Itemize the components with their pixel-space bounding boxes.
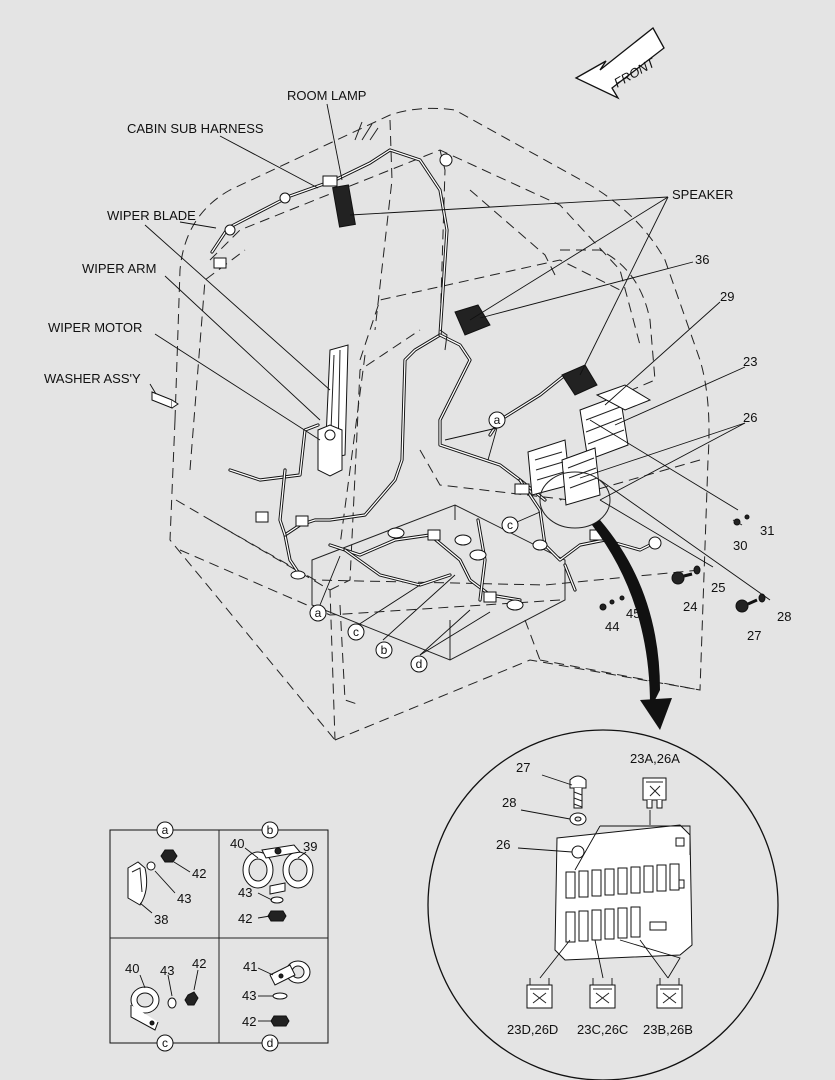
- part-28: 28: [777, 609, 791, 624]
- marker-c-bottom: c: [353, 625, 359, 639]
- label-cabin-sub-harness: CABIN SUB HARNESS: [127, 121, 264, 136]
- inset-b-part-40: 40: [230, 836, 244, 851]
- inset-a-part-42: 42: [192, 866, 206, 881]
- part-23: 23: [743, 354, 757, 369]
- inset-c: c 40 43 42: [125, 956, 206, 1052]
- inset-b-part-39: 39: [303, 839, 317, 854]
- part-31: 31: [760, 523, 774, 538]
- inset-c-part-43: 43: [160, 963, 174, 978]
- inset-a-part-43: 43: [177, 891, 191, 906]
- inset-b-part-43: 43: [238, 885, 252, 900]
- part-30: 30: [733, 538, 747, 553]
- inset-d: d 41 43 42: [242, 959, 311, 1052]
- detail-part-27: 27: [516, 760, 530, 775]
- marker-d-bottom: d: [416, 657, 423, 671]
- label-wiper-blade: WIPER BLADE: [107, 208, 196, 223]
- label-wiper-motor: WIPER MOTOR: [48, 320, 142, 335]
- label-fuse-23b-26b: 23B,26B: [643, 1022, 693, 1037]
- front-arrow: FRONT: [574, 27, 665, 100]
- fuse-row-bottom: [565, 906, 667, 943]
- inset-a: a 42 43 38: [127, 821, 206, 927]
- harness-components: [151, 121, 662, 611]
- label-room-lamp: ROOM LAMP: [287, 88, 366, 103]
- part-24: 24: [683, 599, 697, 614]
- loose-fasteners: [599, 514, 766, 613]
- label-fuse-23d-26d: 23D,26D: [507, 1022, 558, 1037]
- marker-a-bottom: a: [315, 606, 322, 620]
- fuse-box-detail: 27 28 26 23A,26A 23D,26D 23C,26C 23B,26B: [427, 729, 779, 1080]
- label-wiper-arm: WIPER ARM: [82, 261, 156, 276]
- marker-a-top: a: [494, 413, 501, 427]
- inset-b-letter: b: [267, 823, 274, 837]
- inset-d-part-43: 43: [242, 988, 256, 1003]
- leader-lines: [144, 103, 771, 656]
- fuse-bottom-right: [656, 978, 683, 1009]
- label-top-fuse: 23A,26A: [630, 751, 680, 766]
- inset-d-part-42: 42: [242, 1014, 256, 1029]
- callout-labels: ROOM LAMP CABIN SUB HARNESS WIPER BLADE …: [44, 88, 791, 643]
- part-27: 27: [747, 628, 761, 643]
- part-44: 44: [605, 619, 619, 634]
- inset-c-part-42: 42: [192, 956, 206, 971]
- inset-a-letter: a: [162, 823, 169, 837]
- detail-zoom-arrow: [539, 471, 672, 730]
- fuse-bottom-mid: [589, 978, 616, 1009]
- part-36: 36: [695, 252, 709, 267]
- part-26: 26: [743, 410, 757, 425]
- marker-b-bottom: b: [381, 643, 388, 657]
- inset-c-part-40: 40: [125, 961, 139, 976]
- detail-part-26: 26: [496, 837, 510, 852]
- clamp-letter-markers: a c a c b d: [309, 411, 519, 673]
- part-25: 25: [711, 580, 725, 595]
- label-washer-assy: WASHER ASS'Y: [44, 371, 141, 386]
- marker-c-top: c: [507, 518, 513, 532]
- fuse-bottom-left: [526, 978, 553, 1009]
- inset-a-part-38: 38: [154, 912, 168, 927]
- fuse-row-top: [565, 863, 680, 899]
- label-fuse-23c-26c: 23C,26C: [577, 1022, 628, 1037]
- inset-b: b 40 39 43 42: [230, 821, 317, 926]
- inset-d-letter: d: [267, 1036, 274, 1050]
- inset-b-part-42: 42: [238, 911, 252, 926]
- part-29: 29: [720, 289, 734, 304]
- inset-d-part-41: 41: [243, 959, 257, 974]
- cabin-harness: [210, 148, 652, 602]
- clamp-inset-grid: a 42 43 38 b: [109, 821, 329, 1052]
- label-speaker: SPEAKER: [672, 187, 733, 202]
- seat-base: [311, 504, 566, 661]
- detail-part-28: 28: [502, 795, 516, 810]
- inset-c-letter: c: [162, 1036, 168, 1050]
